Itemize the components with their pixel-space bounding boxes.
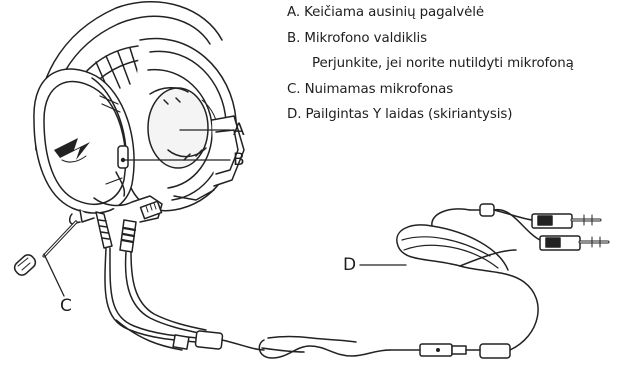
- legend-item-c: C. Nuimamas mikrofonas: [287, 77, 574, 103]
- callout-label-c: C: [60, 298, 72, 315]
- plugs-under-cup: [96, 212, 136, 252]
- y-cable: [105, 248, 510, 358]
- detachable-mic: [12, 210, 94, 278]
- legend-item-b-note: Perjunkite, jei norite nutildyti mikrofo…: [287, 51, 574, 77]
- legend-item-b: B. Mikrofono valdiklis: [287, 26, 574, 52]
- legend-item-d: D. Pailgintas Y laidas (skiriantysis): [287, 102, 574, 128]
- callout-label-b: B: [233, 152, 245, 169]
- legend-item-a: A. Keičiama ausinių pagalvėlė: [287, 0, 574, 26]
- callout-label-d: D: [343, 257, 356, 274]
- callout-label-a: A: [233, 122, 245, 139]
- extension-y-cable: [397, 204, 608, 350]
- callout-line-c: [44, 254, 64, 296]
- parts-legend: A. Keičiama ausinių pagalvėlė B. Mikrofo…: [287, 0, 574, 128]
